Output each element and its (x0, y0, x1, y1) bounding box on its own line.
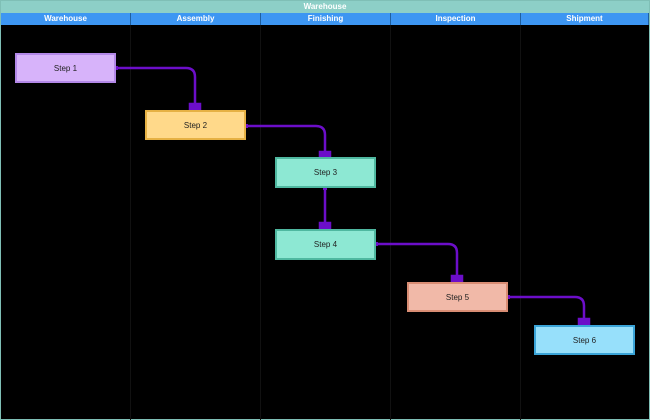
step-6-node[interactable]: Step 6 (534, 325, 635, 355)
lane-divider (520, 25, 521, 420)
lane-divider (130, 25, 131, 420)
connector-step4-step5 (376, 242, 464, 288)
step-4-node[interactable]: Step 4 (275, 229, 376, 260)
lane-header-inspection: Inspection (391, 13, 521, 25)
lane-header-finishing: Finishing (261, 13, 391, 25)
connector-step5-step6 (508, 295, 591, 331)
step-1-node[interactable]: Step 1 (15, 53, 116, 83)
lane-divider (260, 25, 261, 420)
connector-step1-step2 (116, 66, 202, 116)
lane-divider (390, 25, 391, 420)
step-2-node[interactable]: Step 2 (145, 110, 246, 140)
step-3-node[interactable]: Step 3 (275, 157, 376, 188)
lane-header-warehouse: Warehouse (1, 13, 131, 25)
step-5-node[interactable]: Step 5 (407, 282, 508, 312)
lane-header-shipment: Shipment (521, 13, 649, 25)
lane-header-assembly: Assembly (131, 13, 261, 25)
connector-step2-step3 (246, 124, 332, 164)
